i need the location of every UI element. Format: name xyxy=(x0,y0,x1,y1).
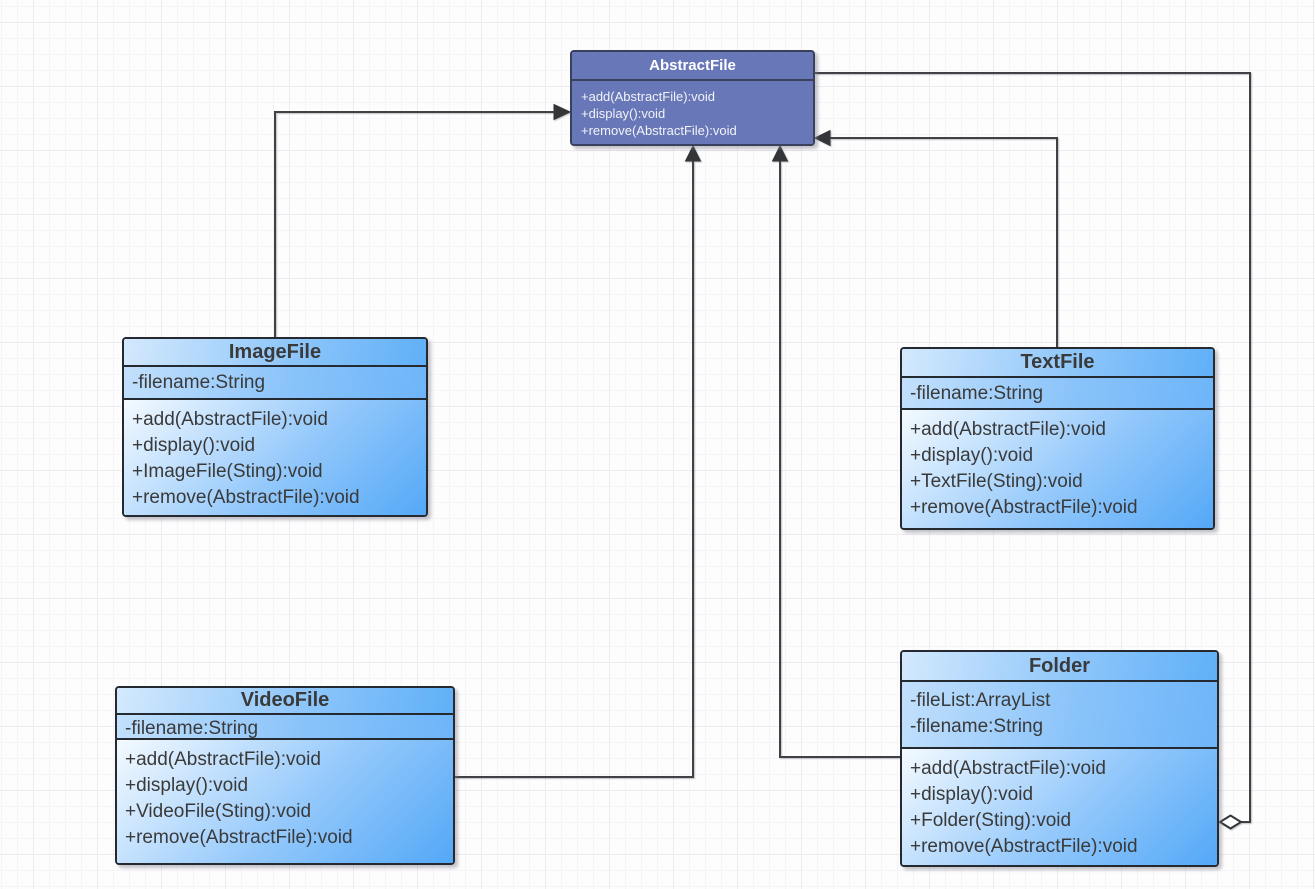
method-entry: +Folder(Sting):void xyxy=(910,810,1072,831)
class-textfile-methods: +add(AbstractFile):void +display():void … xyxy=(902,410,1213,528)
method-entry: +TextFile(Sting):void xyxy=(910,471,1083,492)
method-entry: +ImageFile(Sting):void xyxy=(132,461,323,482)
class-textfile-title: TextFile xyxy=(902,349,1213,378)
generalization-textfile-to-abstractfile[interactable] xyxy=(813,129,1058,348)
method-entry: +add(AbstractFile):void xyxy=(910,419,1106,440)
generalization-imagefile-to-abstractfile[interactable] xyxy=(274,103,572,338)
method-entry: +add(AbstractFile):void xyxy=(125,749,321,770)
class-videofile-methods: +add(AbstractFile):void +display():void … xyxy=(117,740,453,863)
method-entry: +remove(AbstractFile):void xyxy=(910,497,1138,518)
class-folder[interactable]: Folder -fileList:ArrayList -filename:Str… xyxy=(900,650,1219,867)
class-abstractfile-methods: +add(AbstractFile):void +display():void … xyxy=(572,81,813,144)
attribute-entry: -filename:String xyxy=(910,383,1044,404)
method-entry: +remove(AbstractFile):void xyxy=(132,487,360,508)
method-entry: +display():void xyxy=(581,106,666,121)
class-videofile-title: VideoFile xyxy=(117,688,453,715)
method-entry: +add(AbstractFile):void xyxy=(581,89,716,104)
class-imagefile-title: ImageFile xyxy=(124,339,426,367)
attribute-entry: -filename:String xyxy=(125,718,259,739)
generalization-videofile-to-abstractfile[interactable] xyxy=(455,144,702,778)
method-entry: +remove(AbstractFile):void xyxy=(581,123,737,138)
method-entry: +add(AbstractFile):void xyxy=(910,758,1106,779)
method-entry: +display():void xyxy=(125,775,249,796)
class-abstractfile[interactable]: AbstractFile +add(AbstractFile):void +di… xyxy=(570,50,815,146)
method-entry: +VideoFile(Sting):void xyxy=(125,801,312,822)
method-entry: +display():void xyxy=(132,435,256,456)
class-folder-title: Folder xyxy=(902,652,1217,682)
aggregation-folder-to-abstractfile[interactable] xyxy=(815,72,1251,830)
attribute-entry: -fileList:ArrayList xyxy=(910,690,1051,711)
generalization-folder-to-abstractfile[interactable] xyxy=(771,144,901,758)
method-entry: +add(AbstractFile):void xyxy=(132,409,328,430)
attribute-entry: -filename:String xyxy=(132,372,266,393)
class-abstractfile-title: AbstractFile xyxy=(572,52,813,81)
class-textfile[interactable]: TextFile -filename:String +add(AbstractF… xyxy=(900,347,1215,530)
method-entry: +remove(AbstractFile):void xyxy=(125,827,353,848)
class-textfile-attributes: -filename:String xyxy=(902,378,1213,410)
class-folder-attributes: -fileList:ArrayList -filename:String xyxy=(902,682,1217,749)
method-entry: +remove(AbstractFile):void xyxy=(910,836,1138,857)
class-videofile-attributes: -filename:String xyxy=(117,715,453,740)
class-videofile[interactable]: VideoFile -filename:String +add(Abstract… xyxy=(115,686,455,865)
class-imagefile[interactable]: ImageFile -filename:String +add(Abstract… xyxy=(122,337,428,517)
class-imagefile-attributes: -filename:String xyxy=(124,367,426,400)
method-entry: +display():void xyxy=(910,445,1034,466)
class-imagefile-methods: +add(AbstractFile):void +display():void … xyxy=(124,400,426,515)
method-entry: +display():void xyxy=(910,784,1034,805)
class-folder-methods: +add(AbstractFile):void +display():void … xyxy=(902,749,1217,865)
attribute-entry: -filename:String xyxy=(910,716,1044,737)
